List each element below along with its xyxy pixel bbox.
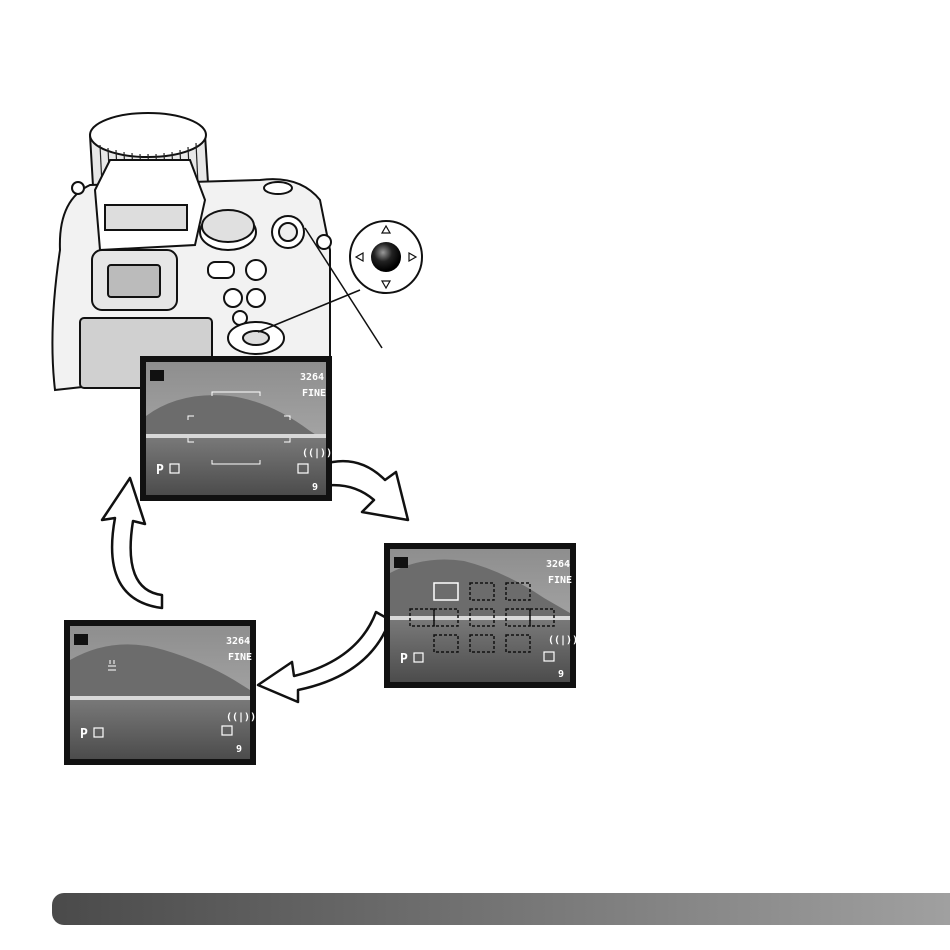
camera-mode-icon [394,557,408,568]
exposure-mode-value: P [156,463,164,478]
frames-remaining-value: 9 [312,482,318,493]
arrow-right-to-left [258,612,390,702]
exposure-mode-value: P [400,652,408,667]
stabilizer-icon: ((|)) [302,448,332,459]
screen-top: 3264 FINE P ((|)) 9 [140,356,332,501]
camera-mode-icon [150,370,164,381]
info-button [208,262,234,278]
resolution-value: 3264 [546,559,570,570]
stabilizer-icon: ((|)) [226,712,256,723]
quality-value: FINE [228,652,252,663]
screen-right: 3264 FINE P ((|)) 9 [384,543,578,688]
screen-left: 3264 FINE P ((|)) 9 [64,620,256,765]
camera-mode-icon [74,634,88,645]
camera-illustration [52,113,331,390]
exposure-mode-value: P [80,727,88,742]
resolution-value: 3264 [300,372,324,383]
frames-remaining-value: 9 [558,669,564,680]
quality-value: FINE [548,575,572,586]
ael-button [246,260,266,280]
zoom-out-button [224,289,242,307]
controller-center-button [371,242,401,272]
shutter-release [264,182,292,194]
quality-value: FINE [302,388,326,399]
resolution-value: 3264 [226,636,250,647]
zoom-in-button [247,289,265,307]
page-footer-bar [52,893,950,925]
frames-remaining-value: 9 [236,744,242,755]
mode-dial [200,210,256,250]
stabilizer-icon: ((|)) [548,635,578,646]
